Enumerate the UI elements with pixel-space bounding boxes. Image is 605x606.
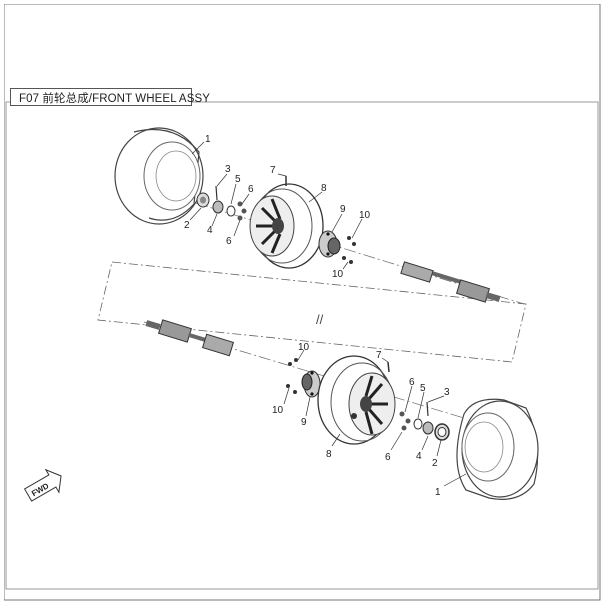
lower-valve-stem bbox=[387, 361, 390, 373]
lower-drive-shaft bbox=[145, 319, 235, 357]
lower-washer bbox=[413, 418, 423, 430]
upper-callout-6a: 6 bbox=[248, 184, 254, 195]
lower-callout-7: 7 bbox=[376, 350, 382, 361]
upper-callout-2: 2 bbox=[184, 220, 190, 231]
upper-leaders bbox=[189, 141, 363, 270]
upper-callout-7: 7 bbox=[270, 165, 276, 176]
upper-wheel-hub bbox=[318, 230, 341, 258]
upper-washer bbox=[226, 205, 236, 217]
lower-callout-10b: 10 bbox=[272, 405, 284, 416]
lower-castle-nut bbox=[422, 421, 434, 435]
lower-callout-2: 2 bbox=[432, 458, 438, 469]
upper-tire bbox=[114, 127, 204, 225]
upper-callout-4: 4 bbox=[207, 225, 213, 236]
upper-callout-1: 1 bbox=[205, 134, 211, 145]
lower-assembly: 10 10 9 7 8 6 6 5 3 4 2 1 bbox=[143, 319, 539, 500]
lower-leaders bbox=[283, 349, 467, 487]
lower-wheel-rim bbox=[317, 355, 396, 445]
break-mark: // bbox=[316, 312, 324, 327]
upper-assembly: 1 2 3 4 5 6 6 7 8 9 10 10 bbox=[114, 127, 525, 305]
drawing-area-border bbox=[5, 101, 599, 590]
upper-callout-10b: 10 bbox=[332, 269, 344, 280]
upper-callout-9: 9 bbox=[340, 204, 346, 215]
lower-callout-3: 3 bbox=[444, 387, 450, 398]
page-title: F07 前轮总成/FRONT WHEEL ASSY bbox=[19, 93, 211, 105]
upper-callout-8: 8 bbox=[321, 183, 327, 194]
axle-link-frame bbox=[97, 261, 527, 363]
outer-border bbox=[3, 3, 601, 601]
lower-callout-6b: 6 bbox=[385, 452, 391, 463]
fwd-direction-tag: FWD bbox=[23, 468, 62, 502]
lower-callout-9: 9 bbox=[301, 417, 307, 428]
lower-callout-4: 4 bbox=[416, 451, 422, 462]
lower-callout-5: 5 bbox=[420, 383, 426, 394]
lower-callout-8: 8 bbox=[326, 449, 332, 460]
lower-callout-1: 1 bbox=[435, 487, 441, 498]
upper-wheel-rim bbox=[249, 183, 324, 269]
lower-hub-cap bbox=[434, 423, 450, 441]
upper-cotter-pin bbox=[215, 185, 218, 201]
upper-hub-bolts bbox=[342, 236, 356, 264]
upper-hub-cap bbox=[196, 192, 210, 208]
lower-tire bbox=[456, 398, 539, 500]
upper-callout-5: 5 bbox=[235, 174, 241, 185]
lower-wheel-hub bbox=[301, 370, 321, 398]
lower-hub-bolts bbox=[286, 358, 298, 394]
lower-lug-nuts bbox=[399, 411, 411, 431]
upper-callout-6b: 6 bbox=[226, 236, 232, 247]
lower-callout-6a: 6 bbox=[409, 377, 415, 388]
title-box: F07 前轮总成/FRONT WHEEL ASSY bbox=[10, 88, 210, 106]
upper-callout-3: 3 bbox=[225, 164, 231, 175]
upper-lug-nuts bbox=[237, 201, 247, 221]
exploded-view-diagram: // bbox=[3, 3, 601, 601]
lower-cotter-pin bbox=[426, 401, 429, 417]
drawing-frame: // bbox=[3, 3, 601, 601]
upper-drive-shaft bbox=[400, 261, 501, 303]
upper-callout-10a: 10 bbox=[359, 210, 371, 221]
upper-castle-nut bbox=[212, 200, 224, 214]
lower-callout-10a: 10 bbox=[298, 342, 310, 353]
